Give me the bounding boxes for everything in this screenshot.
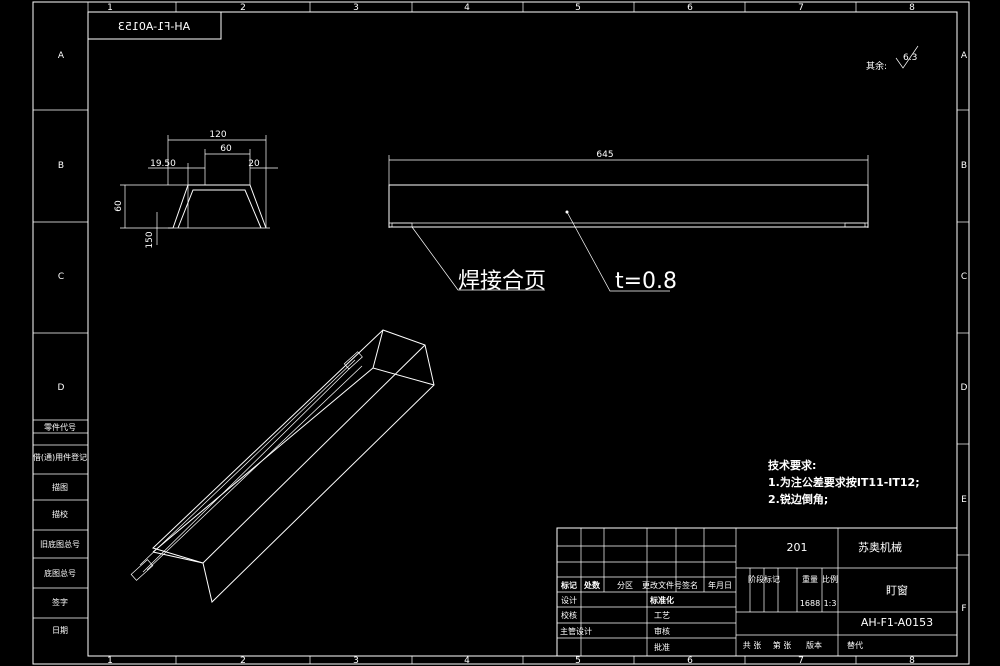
hdr-date: 年月日	[708, 580, 732, 590]
bottom-total-sheets: 共 张	[743, 641, 762, 650]
zone-col-bottom-8: 8	[909, 656, 915, 666]
zone-row-left-C: C	[58, 272, 64, 282]
role-check: 校核	[561, 610, 577, 620]
callout-thickness: t=0.8	[615, 269, 677, 294]
dim-120: 120	[209, 130, 226, 140]
left-label-6: 签字	[52, 597, 68, 607]
zone-col-top-1: 1	[107, 3, 113, 13]
tech-req-item-2: 2.锐边倒角;	[768, 492, 828, 506]
zone-col-bottom-7: 7	[798, 656, 804, 666]
zone-col-top-6: 6	[687, 3, 693, 13]
zone-row-right-A: A	[961, 51, 968, 61]
hdr-mark: 标记	[560, 580, 577, 590]
role-design: 设计	[561, 595, 577, 605]
role-standard: 标准化	[649, 595, 674, 605]
dim-645: 645	[596, 150, 613, 160]
scale-value: 1:3	[824, 599, 837, 608]
title-block	[556, 527, 958, 657]
left-label-7: 日期	[52, 626, 68, 635]
zone-col-bottom-5: 5	[575, 656, 581, 666]
inner-frame	[87, 11, 958, 657]
hdr-change-doc: 更改文件号	[642, 580, 682, 590]
left-label-2: 描图	[52, 482, 68, 492]
zone-col-bottom-6: 6	[687, 656, 693, 666]
profile-view	[120, 135, 278, 245]
zone-col-top-7: 7	[798, 3, 804, 13]
column-zone-markers	[87, 2, 857, 664]
surface-finish-label: 其余:	[866, 60, 887, 72]
isometric-view	[130, 329, 435, 603]
surface-finish-symbol	[895, 45, 919, 69]
zone-row-right-C: C	[961, 272, 967, 282]
left-label-1: 借(通)用件登记	[33, 452, 87, 462]
part-name: 盯窗	[886, 583, 908, 597]
left-label-4: 旧底图总号	[40, 539, 80, 549]
tech-req-item-1: 1.为注公差要求按IT11-IT12;	[768, 475, 920, 489]
company: 苏奥机械	[858, 540, 902, 554]
dim-60-top: 60	[220, 144, 232, 154]
zone-col-top-8: 8	[909, 3, 915, 13]
role-review: 审核	[654, 626, 670, 636]
hdr-sign: 签名	[682, 580, 698, 590]
zone-col-bottom-1: 1	[107, 656, 113, 666]
role-chief: 主管设计	[560, 626, 592, 636]
drawing-number: AH-F1-A0153	[861, 616, 933, 629]
dim-150: 150	[145, 231, 155, 248]
hdr-zone: 分区	[617, 581, 633, 590]
callout-hinge: 焊接合页	[458, 269, 546, 294]
weight-label: 重量	[802, 574, 818, 584]
zone-col-bottom-2: 2	[240, 656, 246, 666]
zone-col-top-5: 5	[575, 3, 581, 13]
zone-row-right-D: D	[961, 383, 968, 393]
weight-value: 1688	[800, 599, 820, 608]
scale-label: 比例	[822, 574, 838, 584]
row-zone-markers	[33, 109, 969, 556]
zone-col-bottom-3: 3	[353, 656, 359, 666]
zone-row-left-A: A	[58, 51, 65, 61]
dim-19-50: 19.50	[150, 159, 176, 169]
zone-row-right-E: E	[961, 495, 967, 505]
zone-col-bottom-4: 4	[464, 656, 470, 666]
stage-label: 阶段标记	[748, 574, 780, 584]
dim-60-height: 60	[114, 200, 124, 212]
zone-row-left-B: B	[58, 161, 64, 171]
left-label-5: 底图总号	[44, 568, 76, 578]
outer-frame	[32, 1, 970, 665]
bottom-sheet-no: 第 张	[773, 640, 792, 650]
zone-col-top-3: 3	[353, 3, 359, 13]
side-view	[388, 155, 869, 292]
code-box	[87, 11, 222, 40]
left-label-0: 零件代号	[44, 422, 76, 432]
left-column-table	[33, 419, 88, 619]
surface-finish-value: 6.3	[903, 53, 917, 63]
left-label-3: 描校	[52, 509, 68, 519]
role-approve: 批准	[654, 642, 670, 652]
bottom-replace: 替代	[847, 640, 863, 650]
bottom-version: 版本	[806, 640, 822, 650]
role-process: 工艺	[654, 611, 670, 620]
zone-row-left-D: D	[58, 383, 65, 393]
material: 201	[787, 541, 808, 554]
zone-row-right-F: F	[961, 604, 966, 614]
mirrored-drawing-code: AH-F1-A0153	[118, 20, 190, 33]
zone-col-top-2: 2	[240, 3, 246, 13]
zone-col-top-4: 4	[464, 3, 470, 13]
hdr-count: 处数	[583, 580, 601, 590]
tech-req-title: 技术要求:	[768, 458, 816, 472]
dim-20: 20	[248, 159, 260, 169]
zone-row-right-B: B	[961, 161, 967, 171]
